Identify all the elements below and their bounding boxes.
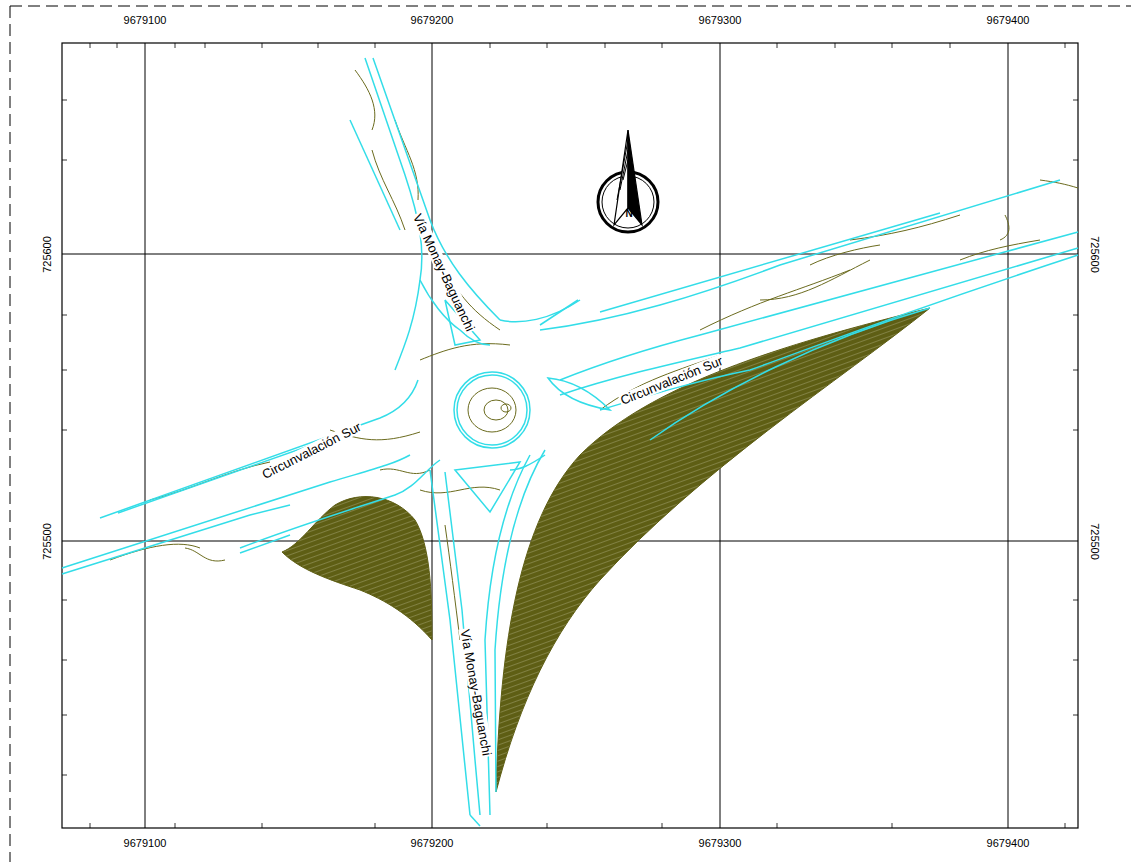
north-arrow	[598, 130, 658, 232]
northing-label: 725500	[1089, 523, 1100, 560]
road-edges	[62, 58, 1078, 826]
northing-label: 725500	[42, 523, 53, 560]
easting-label: 9679100	[124, 838, 167, 849]
easting-label: 9679100	[124, 15, 167, 26]
road-name: Vía Monay-Baguanchi	[458, 627, 493, 757]
easting-label: 9679400	[987, 838, 1030, 849]
north-letter: N	[625, 209, 632, 219]
road-name: Circunvalación Sur	[260, 419, 365, 481]
coordinate-grid	[62, 43, 1078, 828]
easting-label: 9679400	[987, 15, 1030, 26]
tick-marks	[62, 43, 1078, 828]
contour-lines	[110, 70, 1078, 640]
embankment-fill	[496, 308, 930, 792]
easting-label: 9679200	[411, 838, 454, 849]
sheet-border	[10, 6, 11, 862]
map-frame	[62, 43, 1078, 828]
embankment-fill	[282, 497, 432, 640]
northing-label: 725600	[1089, 236, 1100, 273]
easting-label: 9679300	[699, 15, 742, 26]
northing-label: 725600	[42, 236, 53, 273]
easting-label: 9679200	[411, 15, 454, 26]
easting-label: 9679300	[699, 838, 742, 849]
sheet-border	[10, 6, 1131, 7]
